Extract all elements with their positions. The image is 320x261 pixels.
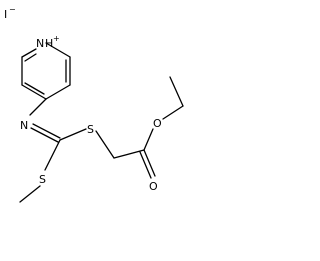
bond-ring-to-imine [29, 98, 47, 116]
ester-oxygen-label: O [153, 117, 162, 130]
iodide-ion: I − [4, 5, 16, 21]
ring-double-bond-lower [24, 82, 45, 95]
bond-o-ch2 [162, 105, 184, 120]
bond-s-methyl [19, 185, 41, 203]
ring-bond-upper-left [21, 48, 37, 58]
bond-carbonyl-ester-o [143, 128, 154, 151]
chemical-structure: I − N H + N S S O O [4, 5, 184, 203]
ring-bond-lower-right [45, 84, 71, 100]
ring-bond-n-c [45, 42, 71, 58]
ring-nitrogen-symbol: N [36, 37, 44, 50]
imine-bond-2 [30, 127, 59, 143]
ring-nitrogen: N H + [36, 34, 60, 50]
imine-bond-1 [32, 123, 61, 139]
bond-ch2-carbonyl [113, 149, 145, 159]
iodide-charge: − [9, 5, 16, 14]
pyridinium-ring [21, 42, 71, 100]
bond-ch2-ch3 [169, 76, 184, 107]
ring-nitrogen-hydrogen: H [45, 37, 53, 50]
carbonyl-oxygen-label: O [149, 180, 158, 193]
imine-nitrogen-label: N [20, 119, 28, 132]
sulfur-1-label: S [87, 123, 94, 136]
bond-s1-ch2 [95, 130, 115, 159]
carbonyl-bond-2 [139, 151, 152, 179]
ring-nitrogen-charge: + [53, 34, 60, 43]
ring-double-bond-upper [24, 53, 37, 62]
bond-c-to-s1 [59, 128, 87, 141]
iodide-symbol: I [4, 8, 7, 21]
ring-bond-lower-left [21, 84, 47, 100]
sulfur-2-label: S [39, 173, 46, 186]
bond-c-to-s2 [44, 139, 61, 171]
carbonyl-bond-1 [143, 149, 156, 177]
